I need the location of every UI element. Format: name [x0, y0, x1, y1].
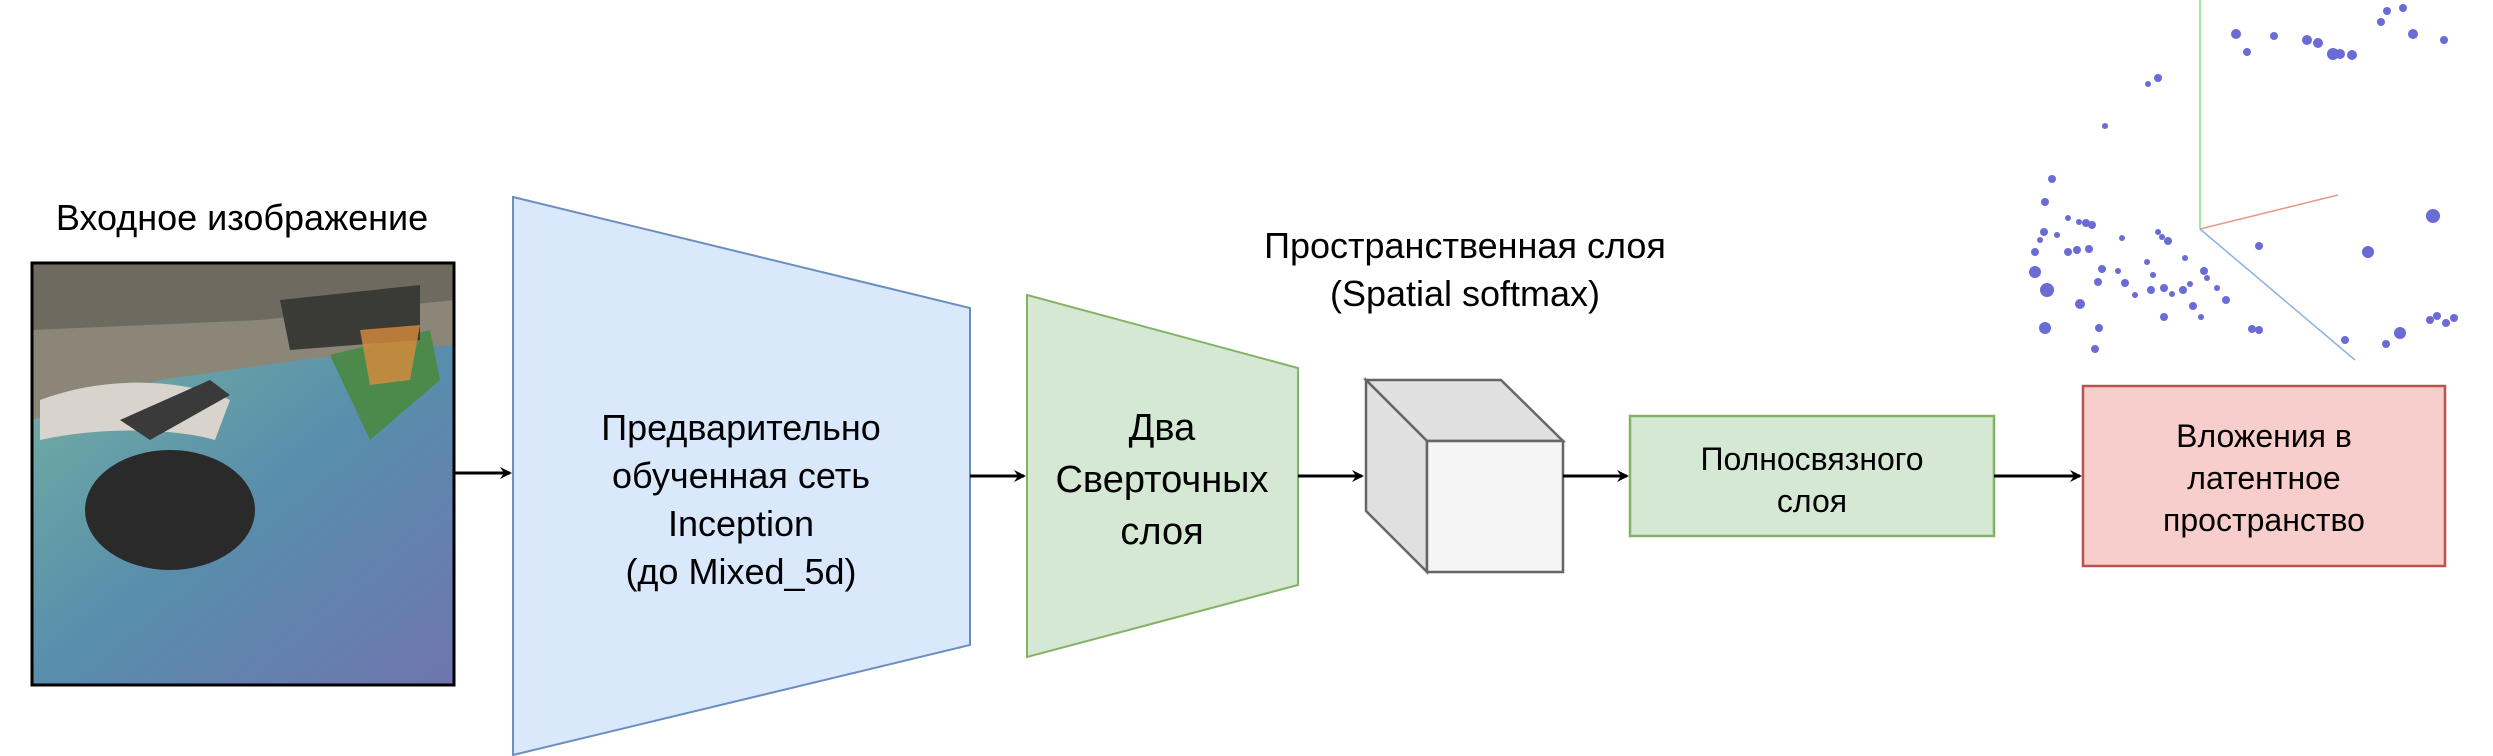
scatter-point: [2383, 7, 2391, 15]
embedding-line-1: латентное: [2187, 460, 2340, 496]
inception-line-1: обученная сеть: [612, 455, 870, 496]
scatter-point: [2179, 286, 2187, 294]
conv-line-1: Сверточных: [1055, 459, 1268, 501]
scatter-point: [2048, 175, 2056, 183]
scatter-point: [2189, 302, 2197, 310]
scatter-point: [2145, 81, 2151, 87]
scatter-point: [2085, 245, 2093, 253]
scatter-point: [2341, 336, 2349, 344]
scatter-point: [2029, 266, 2041, 278]
scatter-point: [2231, 29, 2241, 39]
scatter-point: [2214, 285, 2220, 291]
scatter-point: [2040, 228, 2048, 236]
input-image-label: Входное изображение: [56, 197, 428, 238]
inception-line-3: (до Mixed_5d): [625, 551, 856, 592]
scatter-point: [2164, 237, 2172, 245]
latent-embedding-label: Вложения в латентное пространство: [2163, 418, 2365, 538]
scatter-point: [2095, 324, 2103, 332]
inception-line-0: Предварительно: [601, 407, 881, 448]
scatter-point: [2040, 283, 2054, 297]
scatter-point: [2182, 255, 2188, 261]
scatter-point: [2154, 74, 2162, 82]
scatter-point: [2155, 229, 2161, 235]
inception-line-2: Inception: [668, 503, 814, 544]
fc-line-0: Полносвязного: [1700, 441, 1923, 477]
scatter-point: [2076, 219, 2082, 225]
scatter-point: [2115, 268, 2121, 274]
fully-connected-block: [1628, 414, 1996, 538]
scatter-point: [2159, 234, 2165, 240]
scatter-point: [2377, 18, 2385, 26]
scatter-point: [2270, 32, 2278, 40]
scatter-point: [2144, 259, 2150, 265]
scatter-point: [2119, 235, 2125, 241]
fc-line-1: слоя: [1777, 483, 1847, 519]
scatter-point: [2255, 242, 2263, 250]
scatter-point: [2426, 209, 2440, 223]
scatter-point: [2399, 4, 2407, 12]
scatter-point: [2121, 279, 2129, 287]
robot-arm-photo-icon: [30, 261, 456, 687]
conv-layers-block: [1026, 293, 1299, 659]
conv-line-0: Два: [1129, 407, 1196, 449]
scatter-point: [2075, 299, 2085, 309]
spatial-line-0: Пространственная слоя: [1264, 225, 1666, 266]
spatial-softmax-cube: [1362, 376, 1567, 576]
scatter-point: [2442, 319, 2450, 327]
3d-scatter-plot-icon: [2029, 0, 2458, 361]
scatter-point: [2102, 123, 2108, 129]
scatter-point: [2433, 312, 2441, 320]
scatter-point: [2408, 29, 2418, 39]
scatter-point: [2347, 50, 2357, 60]
scatter-point: [2169, 291, 2175, 297]
scatter-point: [2039, 322, 2051, 334]
scatter-point: [2150, 272, 2156, 278]
scatter-point: [2065, 215, 2071, 221]
scatter-point: [2088, 221, 2096, 229]
scatter-point: [2440, 36, 2448, 44]
scatter-point: [2041, 198, 2049, 206]
scatter-point: [2187, 281, 2193, 287]
scatter-point: [2255, 326, 2263, 334]
scatter-point: [2248, 325, 2256, 333]
scatter-point: [2382, 340, 2390, 348]
scatter-point: [2098, 265, 2106, 273]
scatter-point: [2394, 327, 2406, 339]
embedding-line-2: пространство: [2163, 502, 2365, 538]
scatter-point: [2198, 314, 2204, 320]
scatter-point: [2450, 314, 2458, 322]
scatter-point: [2094, 278, 2102, 286]
scatter-point: [2073, 246, 2081, 254]
scatter-point: [2064, 248, 2072, 256]
scatter-point: [2054, 232, 2060, 238]
scatter-point: [2362, 246, 2374, 258]
embedding-line-0: Вложения в: [2176, 418, 2352, 454]
scatter-point: [2302, 35, 2312, 45]
scatter-point: [2313, 38, 2323, 48]
scatter-point: [2204, 275, 2210, 281]
scatter-point: [2160, 313, 2168, 321]
scatter-point: [2031, 248, 2039, 256]
scatter-point: [2037, 237, 2043, 243]
scatter-point: [2160, 284, 2168, 292]
spatial-line-1: (Spatial softmax): [1330, 273, 1600, 314]
fully-connected-label: Полносвязного слоя: [1700, 441, 1923, 519]
scatter-point: [2426, 316, 2434, 324]
inception-block: [512, 195, 971, 756]
scatter-point: [2147, 286, 2155, 294]
scatter-point: [2200, 267, 2208, 275]
scatter-point: [2335, 49, 2345, 59]
scatter-point: [2222, 296, 2230, 304]
scatter-point: [2132, 292, 2138, 298]
spatial-softmax-label: Пространственная слоя (Spatial softmax): [1264, 225, 1666, 314]
conv-line-2: слоя: [1120, 511, 1203, 553]
scatter-point: [2243, 48, 2251, 56]
scatter-point: [2091, 345, 2099, 353]
latent-embedding-block: [2081, 384, 2447, 568]
